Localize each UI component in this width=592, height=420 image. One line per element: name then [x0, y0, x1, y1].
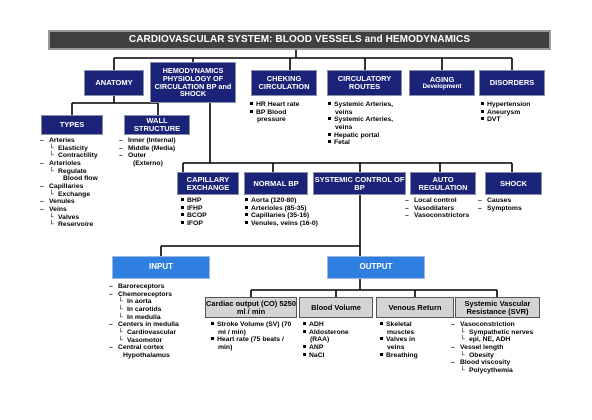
list-item: BCOP	[181, 212, 207, 220]
shock-list: Causes Symptoms	[485, 197, 522, 212]
list-item: Elasticity	[47, 145, 103, 153]
list-item: Venules, veins (16-0)	[245, 220, 318, 228]
wall-list: Inner (Internal) Middle (Media) Outer (E…	[126, 137, 177, 168]
list-item: Valves	[47, 214, 103, 222]
list-item: Reservoire	[47, 221, 103, 229]
list-item: In carotids	[116, 306, 187, 314]
list-item: Chemoreceptors	[116, 291, 187, 299]
input-list: Baroreceptors Chemoreceptors In aorta In…	[116, 283, 187, 360]
list-item: Vasodilaters	[412, 205, 469, 213]
types-list: Arteries Elasticity Contractility Arteri…	[47, 137, 103, 229]
list-item: Vasoconstrictors	[412, 212, 469, 220]
list-item: Central cortex Hypothalamus	[116, 344, 187, 359]
normal-bp-node: NORMAL BP	[244, 172, 308, 195]
list-item: Capillaries (35-16)	[245, 212, 318, 220]
list-item: Vasoconstriction	[458, 321, 533, 329]
list-item: Cardiovascular	[116, 329, 187, 337]
svr-node: Systemic Vascular Resistance (SVR)	[455, 297, 540, 318]
checking-list: HR Heart rate BP Blood pressure	[250, 101, 305, 124]
blood-volume-list: ADH Aldosterone (RAA) ANP NaCl	[303, 321, 362, 359]
list-item: Polycythemia	[458, 367, 533, 375]
venous-return-node: Venous Return	[376, 297, 454, 318]
venous-return-list: Skeletal muscles Valves in veins Breathi…	[380, 321, 427, 359]
list-item: ANP	[303, 344, 362, 352]
list-item: In aorta	[116, 298, 187, 306]
list-item: BP Blood pressure	[250, 109, 305, 124]
list-item: Causes	[485, 197, 522, 205]
routes-list: Systemic Arteries, veins Systemic Arteri…	[328, 101, 401, 147]
list-item: DVT	[481, 116, 530, 124]
list-item: Baroreceptors	[116, 283, 187, 291]
list-item: Vessel length	[458, 344, 533, 352]
list-item: Regulate Blood flow	[47, 168, 103, 183]
list-item: Blood viscosity	[458, 359, 533, 367]
input-node: INPUT	[112, 256, 210, 279]
auto-regulation-list: Local control Vasodilaters Vasoconstrict…	[412, 197, 469, 220]
hemodynamics-node: HEMODYNAMICS PHYSIOLOGY OF CIRCULATION B…	[150, 62, 236, 103]
list-item: IFOP	[181, 220, 207, 228]
list-item: Sympathetic nerves	[458, 329, 533, 337]
list-item: In medulla	[116, 314, 187, 322]
disorders-list: Hypertension Aneurysm DVT	[481, 101, 530, 124]
page-title: CARDIOVASCULAR SYSTEM: BLOOD VESSELS and…	[48, 30, 551, 50]
list-item: epi, NE, ADH	[458, 336, 533, 344]
list-item: Obesity	[458, 352, 533, 360]
checking-circulation-node: CHEKING CIRCULATION	[251, 70, 317, 96]
list-item: Breathing	[380, 352, 427, 360]
auto-regulation-node: AUTO REGULATION	[410, 172, 476, 195]
disorders-node: DISORDERS	[479, 70, 545, 96]
circulatory-routes-node: CIRCULATORY ROUTES	[327, 70, 402, 96]
types-node: TYPES	[41, 115, 103, 135]
anatomy-node: ANATOMY	[84, 70, 144, 96]
list-item: Inner (Internal)	[126, 137, 177, 145]
list-item: Fetal	[328, 139, 401, 147]
list-item: Outer (Externo)	[126, 152, 177, 167]
shock-node: SHOCK	[485, 172, 542, 195]
list-item: Symptoms	[485, 205, 522, 213]
capillary-exchange-node: CAPILLARY EXCHANGE	[177, 172, 239, 195]
list-item: Centers in medulla	[116, 321, 187, 329]
list-item: Arterioles	[47, 160, 103, 168]
list-item: Capillaries	[47, 183, 103, 191]
cardiac-list: Stroke Volume (SV) (70 ml / min) Heart r…	[211, 321, 298, 352]
list-item: Stroke Volume (SV) (70 ml / min)	[211, 321, 298, 336]
list-item: Exchange	[47, 191, 103, 199]
list-item: Aldosterone (RAA)	[303, 329, 362, 344]
list-item: Arterioles (85-35)	[245, 205, 318, 213]
list-item: BHP	[181, 197, 207, 205]
list-item: Venules	[47, 198, 103, 206]
systemic-control-node: SYSTEMIC CONTROL OF BP	[313, 172, 406, 195]
normal-bp-list: Aorta (120-80) Arterioles (85-35) Capill…	[245, 197, 318, 228]
list-item: Hepatic portal	[328, 132, 401, 140]
list-item: Heart rate (75 beats / min)	[211, 336, 290, 351]
aging-node: AGING Development	[409, 70, 475, 96]
list-item: Aorta (120-80)	[245, 197, 318, 205]
list-item: Skeletal muscles	[380, 321, 427, 336]
aging-sub-label: Development	[422, 82, 462, 90]
list-item: Systemic Arteries, veins	[328, 116, 401, 131]
list-item: Vasomotor	[116, 337, 187, 345]
list-item: Middle (Media)	[126, 145, 177, 153]
output-node: OUTPUT	[327, 256, 425, 279]
list-item: Hypertension	[481, 101, 530, 109]
aging-label: AGING	[429, 74, 455, 84]
capillary-list: BHP IFHP BCOP IFOP	[181, 197, 207, 228]
list-item: NaCl	[303, 352, 362, 360]
list-item: Systemic Arteries, veins	[328, 101, 401, 116]
list-item: Arteries	[47, 137, 103, 145]
blood-volume-node: Blood Volume	[299, 297, 373, 318]
list-item: Local control	[412, 197, 469, 205]
list-item: HR Heart rate	[250, 101, 305, 109]
cardiac-output-node: Cardiac output (CO) 5250 ml / min	[205, 297, 297, 318]
list-item: Valves in veins	[380, 336, 427, 351]
wall-structure-node: WALL STRUCTURE	[124, 115, 190, 135]
list-item: IFHP	[181, 205, 207, 213]
list-item: ADH	[303, 321, 362, 329]
list-item: Aneurysm	[481, 109, 530, 117]
list-item: Contractility	[47, 152, 103, 160]
svr-list: Vasoconstriction Sympathetic nerves epi,…	[458, 321, 533, 375]
list-item: Veins	[47, 206, 103, 214]
